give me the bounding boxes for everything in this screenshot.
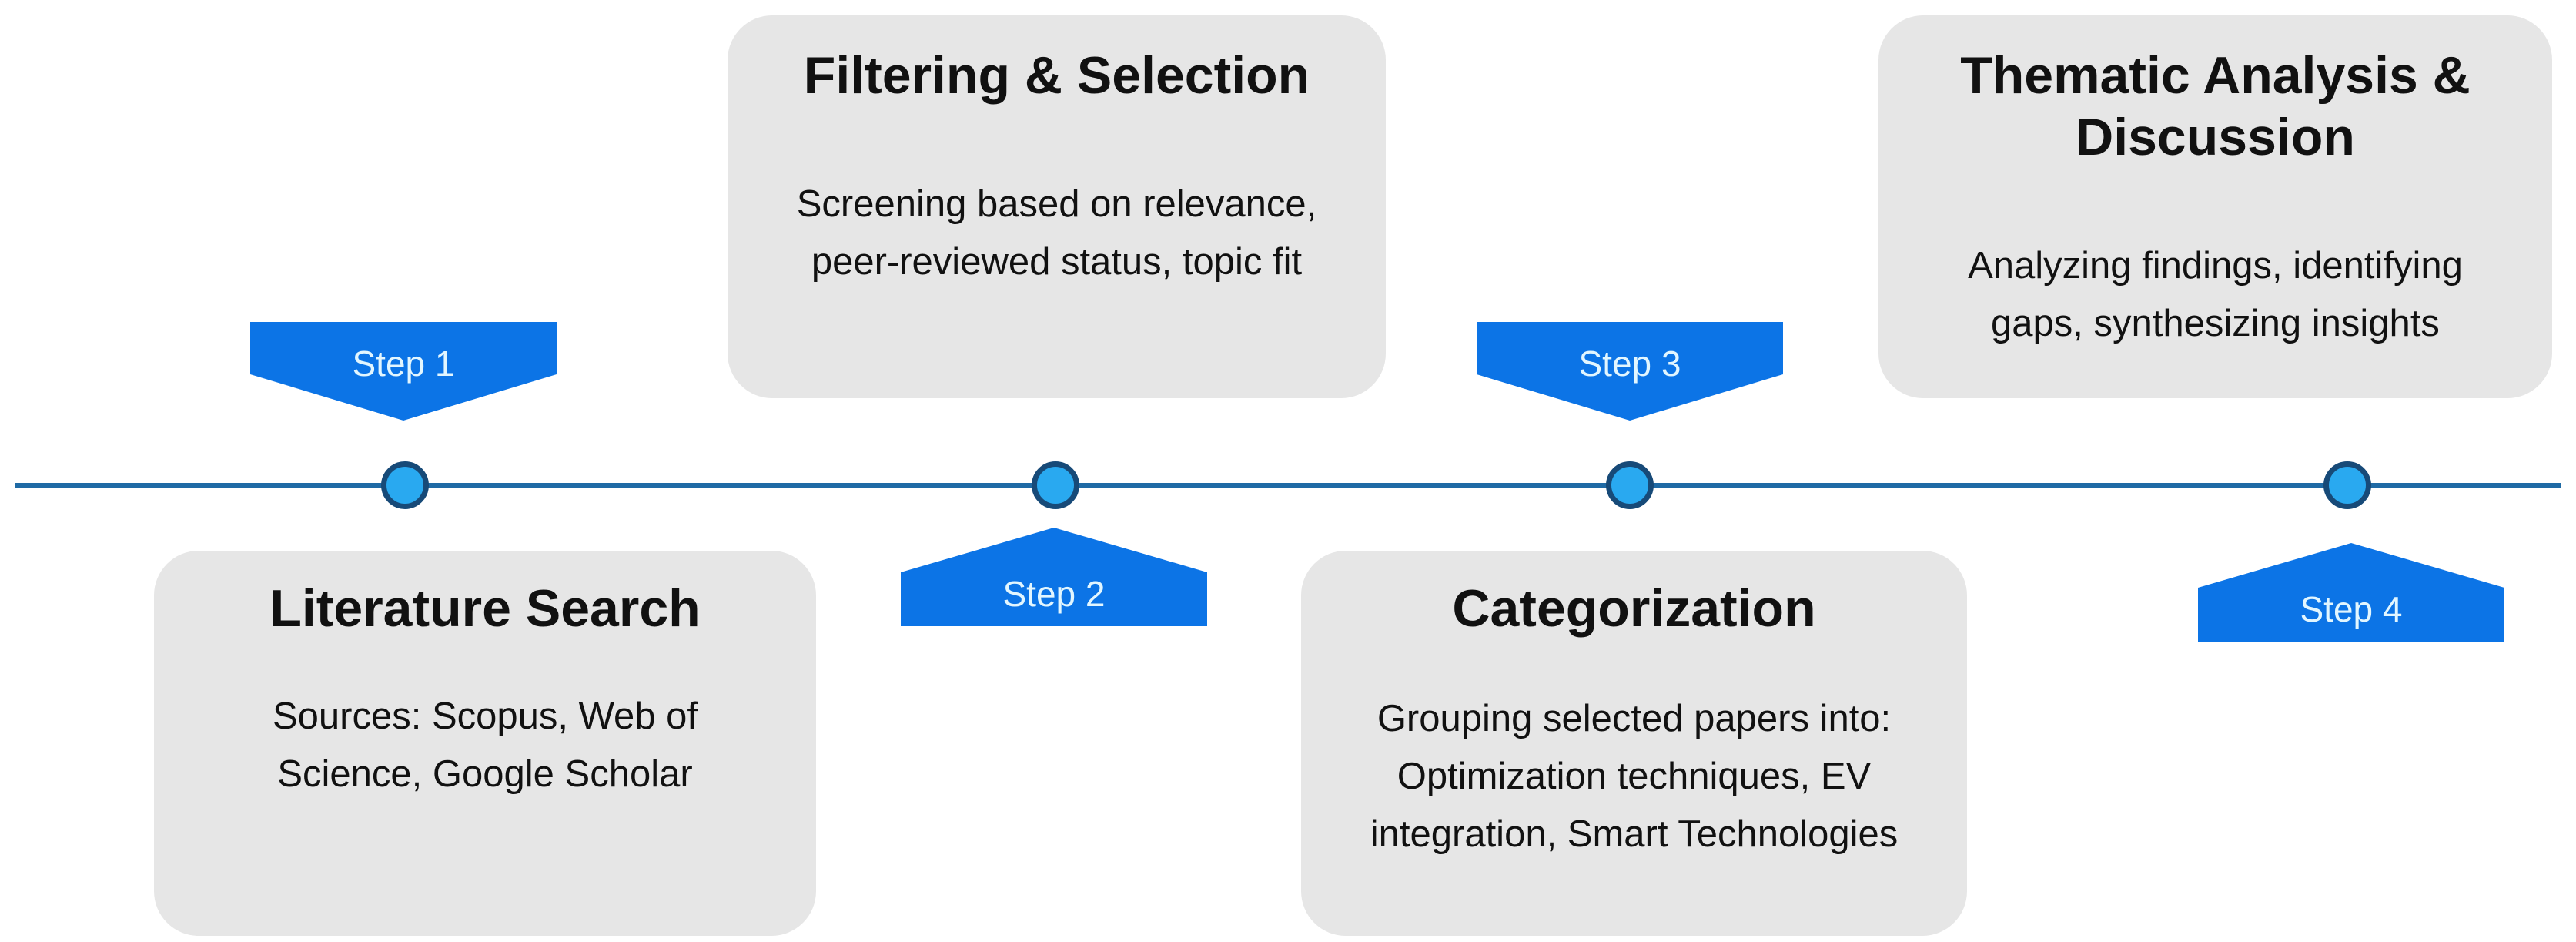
step-1-label: Step 1: [352, 344, 455, 384]
step-3-label: Step 3: [1578, 344, 1681, 384]
step-4-card: Thematic Analysis & Discussion Analyzing…: [1878, 15, 2552, 398]
step-2-title: Filtering & Selection: [803, 46, 1310, 105]
step-2-arrow-shape: [901, 528, 1207, 626]
step-3-arrow-shape: [1477, 322, 1783, 421]
step-3-card: Categorization Grouping selected papers …: [1301, 551, 1967, 936]
timeline-line: [15, 483, 2561, 488]
step-1-badge: Step 1: [250, 322, 557, 421]
step-2-card: Filtering & Selection Screening based on…: [728, 15, 1386, 398]
step-4-node: [2323, 461, 2371, 509]
step-1-arrow-shape: [250, 322, 557, 421]
step-1-description: Sources: Scopus, Web of Science, Google …: [273, 696, 698, 795]
step-4-title: Thematic Analysis & Discussion: [1960, 46, 2471, 166]
step-2-description: Screening based on relevance, peer-revie…: [796, 183, 1317, 283]
step-1-title: Literature Search: [269, 579, 701, 638]
step-1-node: [381, 461, 429, 509]
step-1-card: Literature Search Sources: Scopus, Web o…: [154, 551, 816, 936]
step-4-description: Analyzing findings, identifying gaps, sy…: [1968, 245, 2463, 344]
step-4-badge: Step 4: [2198, 543, 2504, 642]
step-4-label: Step 4: [2300, 589, 2403, 629]
step-3-badge: Step 3: [1477, 322, 1783, 421]
step-3-title: Categorization: [1452, 579, 1816, 638]
step-2-node: [1032, 461, 1079, 509]
step-2-label: Step 2: [1002, 574, 1106, 614]
step-4-arrow-shape: [2198, 543, 2504, 642]
step-3-description: Grouping selected papers into: Optimizat…: [1370, 698, 1899, 855]
step-2-badge: Step 2: [901, 528, 1207, 626]
step-3-node: [1606, 461, 1654, 509]
